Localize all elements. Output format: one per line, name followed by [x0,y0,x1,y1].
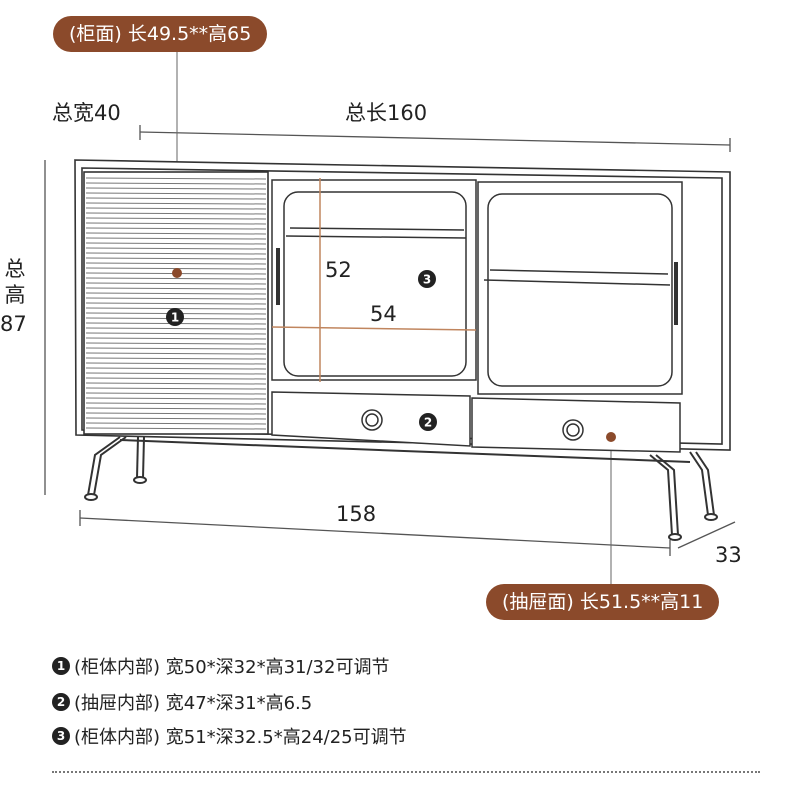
flute-line [85,357,267,360]
flute-line [85,327,267,330]
note-1-number: 1 [52,657,70,675]
flute-line [85,192,267,195]
flute-line [85,362,267,365]
dotted-divider [52,771,760,773]
total-length-label: 总长160 [345,101,428,125]
cabinet-face-dot [172,268,182,278]
flute-line [85,222,267,225]
flute-line [85,187,267,190]
drawer-face-dot [606,432,616,442]
flute-line [85,212,267,215]
flute-line [85,412,267,415]
inner-measure-lines [271,178,477,382]
note-2-text: (抽屉内部) 宽47*深31*高6.5 [74,693,313,714]
flute-line [85,207,267,210]
flute-line [85,347,267,350]
flute-line [85,367,267,370]
flute-line [85,402,267,405]
flute-line [85,397,267,400]
flute-line [85,382,267,385]
flute-line [85,332,267,335]
inner-width-label: 54 [370,302,397,326]
total-width-label: 总宽40 [52,101,121,125]
flute-line [85,232,267,235]
drawer-face-label: (抽屉面) 长51.5**高11 [486,584,720,620]
cabinet-face-label: (柜面) 长49.5**高65 [53,16,268,52]
flute-line [85,407,267,410]
drawers [271,391,681,453]
note-1: 1 (柜体内部) 宽50*深32*高31/32可调节 [52,653,389,679]
marker-2: 2 [419,413,437,431]
flute-line [85,392,267,395]
fluted-door [85,177,267,430]
svg-text:2: 2 [424,416,432,430]
marker-1: 1 [166,308,184,326]
base-depth-label: 33 [715,543,742,567]
flute-line [85,302,267,305]
flute-line [85,197,267,200]
flute-line [85,297,267,300]
flute-line [85,372,267,375]
flute-line [85,292,267,295]
flute-line [85,342,267,345]
flute-line [85,427,267,430]
flute-line [85,377,267,380]
flute-line [85,217,267,220]
flute-line [85,287,267,290]
total-height-char-1: 总 [4,257,26,281]
total-height-label: 总 高 [2,256,28,308]
flute-line [85,282,267,285]
dimension-lines [44,125,736,556]
note-3-text: (柜体内部) 宽51*深32.5*高24/25可调节 [74,727,407,748]
flute-line [85,257,267,260]
flute-line [85,337,267,340]
flute-line [85,247,267,250]
base-length-label: 158 [336,502,377,526]
marker-3: 3 [418,270,436,288]
total-height-value: 87 [0,312,27,336]
note-2: 2 (抽屉内部) 宽47*深31*高6.5 [52,689,312,715]
note-3-number: 3 [52,727,70,745]
flute-line [85,227,267,230]
flute-line [85,277,267,280]
flute-line [85,182,267,185]
flute-line [85,422,267,425]
note-3: 3 (柜体内部) 宽51*深32.5*高24/25可调节 [52,723,407,749]
svg-text:1: 1 [171,311,179,325]
flute-line [85,252,267,255]
cabinet [74,159,731,451]
flute-line [85,177,267,180]
flute-line [85,417,267,420]
legs [84,436,718,541]
flute-line [85,202,267,205]
flute-line [85,237,267,240]
note-1-text: (柜体内部) 宽50*深32*高31/32可调节 [74,657,390,678]
flute-line [85,387,267,390]
note-2-number: 2 [52,693,70,711]
svg-text:3: 3 [423,273,431,287]
total-height-char-2: 高 [4,283,26,307]
flute-line [85,262,267,265]
glass-doors [271,179,683,395]
flute-line [85,352,267,355]
inner-height-label: 52 [325,258,352,282]
flute-line [85,242,267,245]
